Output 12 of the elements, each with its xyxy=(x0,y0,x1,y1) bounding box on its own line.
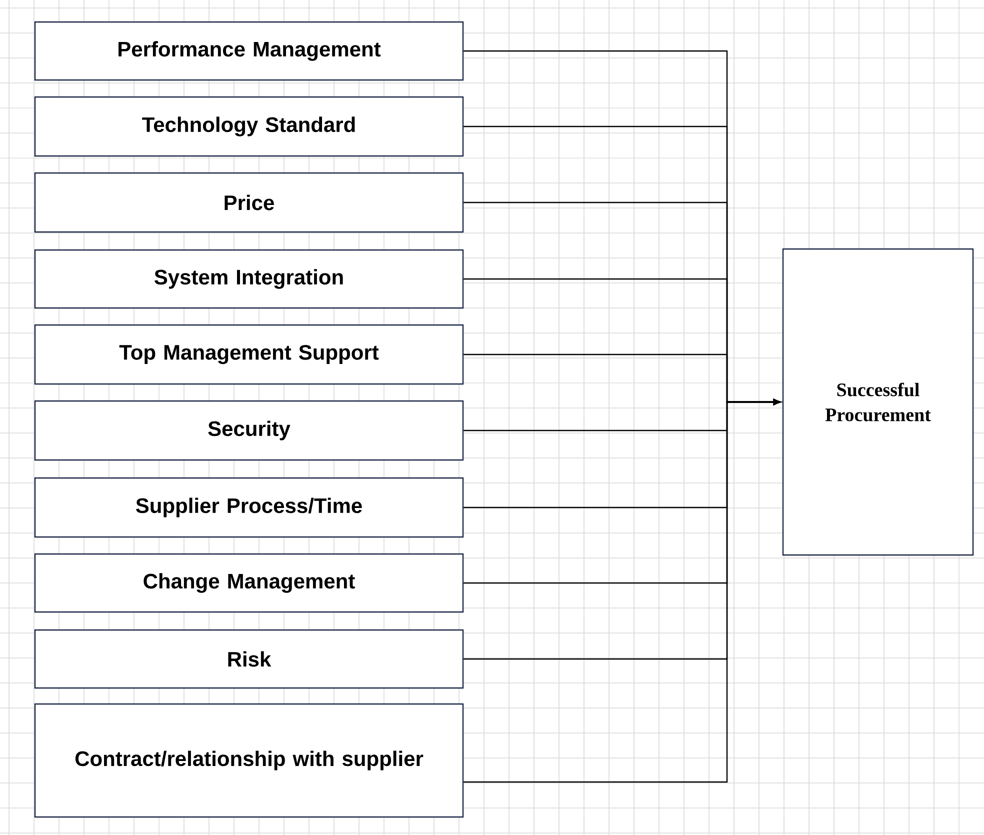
factor-box: Supplier Process/Time xyxy=(34,477,464,538)
factor-box: Change Management xyxy=(34,553,464,613)
outcome-box: Successful Procurement xyxy=(782,248,974,556)
factor-box: System Integration xyxy=(34,249,464,309)
factor-box: Price xyxy=(34,172,464,233)
factor-box: Top Management Support xyxy=(34,324,464,385)
factor-box: Performance Management xyxy=(34,21,464,81)
arrow xyxy=(464,398,781,783)
factor-box: Security xyxy=(34,400,464,461)
factor-box: Contract/relationship with supplier xyxy=(34,703,464,818)
factor-box: Risk xyxy=(34,629,464,689)
factor-box: Technology Standard xyxy=(34,96,464,157)
